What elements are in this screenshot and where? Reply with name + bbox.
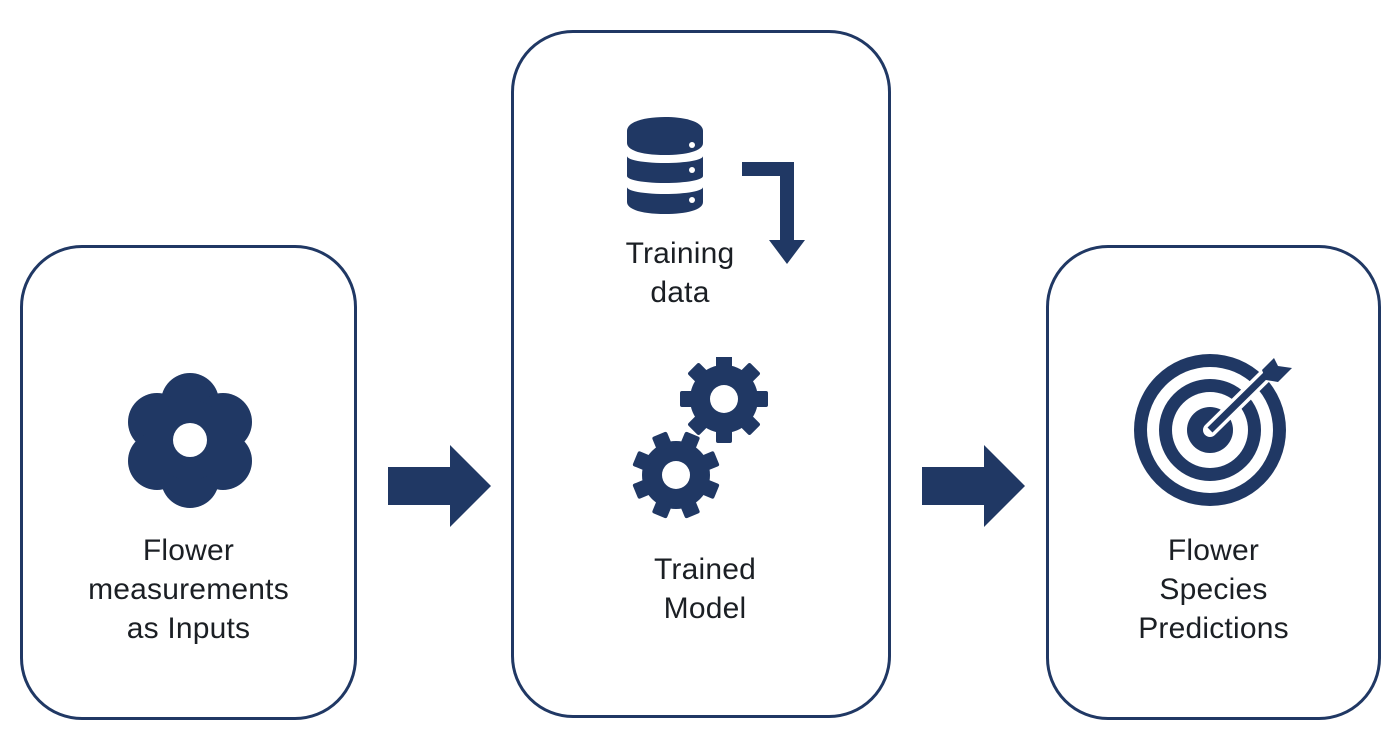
- predictions-label: Flower Species Predictions: [1138, 534, 1289, 645]
- right-arrow-icon: [388, 445, 492, 527]
- inputs-label: Flower measurements as Inputs: [88, 534, 289, 645]
- elbow-arrow-icon: [742, 162, 806, 266]
- right-arrow-icon: [922, 445, 1026, 527]
- database-icon: [626, 117, 704, 214]
- flower-icon: [120, 365, 260, 510]
- gears-icon: [630, 357, 770, 522]
- target-icon: [1128, 354, 1296, 506]
- trained-model-label: Trained Model: [653, 553, 756, 625]
- training-data-label: Training data: [625, 237, 735, 309]
